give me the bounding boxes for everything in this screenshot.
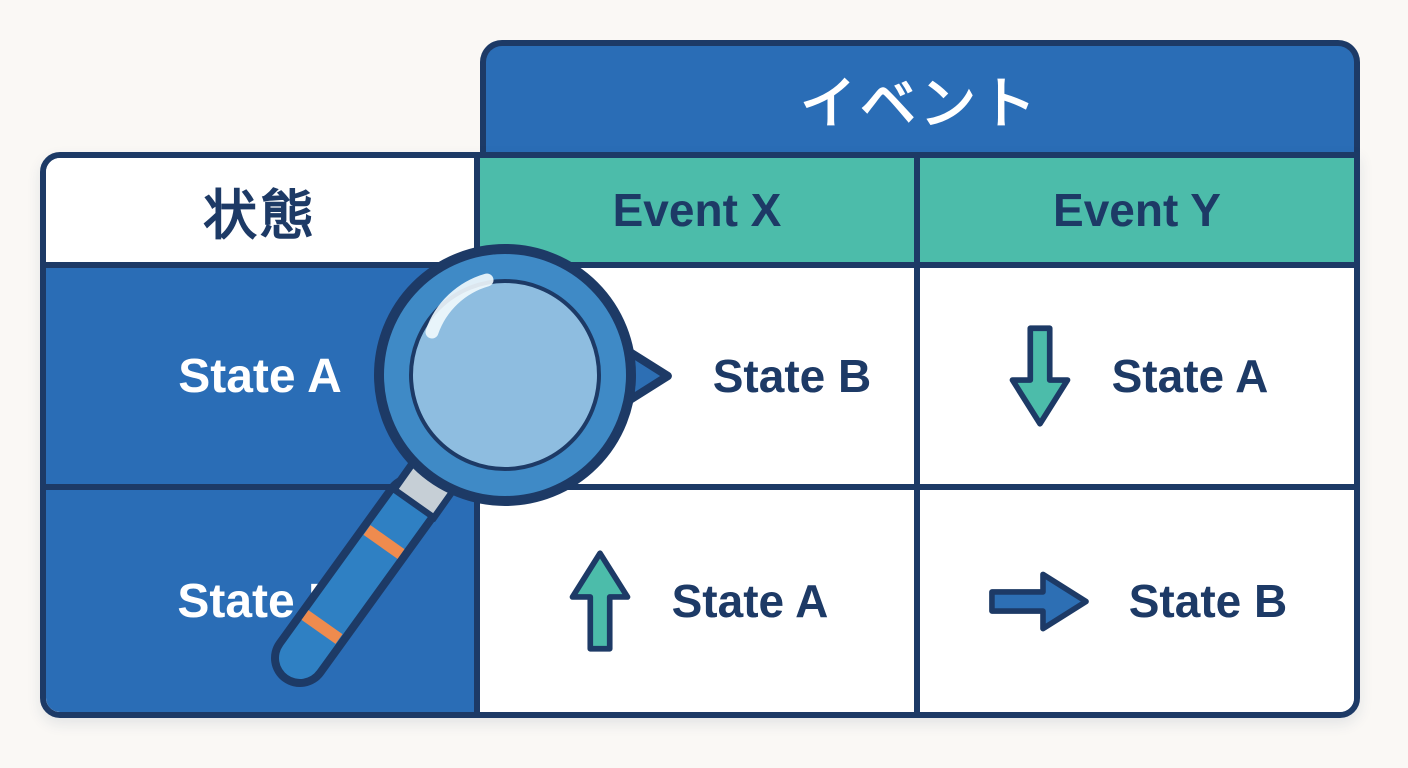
up-arrow-icon (569, 550, 630, 652)
event-y-label: Event Y (1053, 184, 1221, 236)
state-header-cell: 状態 (46, 158, 480, 268)
right-arrow-icon (525, 332, 672, 420)
transition-cell-b-y: State B (920, 490, 1354, 712)
right-arrow-icon (988, 571, 1089, 631)
down-arrow-icon (1009, 325, 1070, 427)
transition-grid: 状態 Event X Event Y State A State B State… (40, 152, 1360, 718)
event-group-header: イベント (480, 40, 1360, 152)
event-x-label: Event X (612, 184, 782, 236)
event-group-label: イベント (800, 71, 1040, 135)
state-a-label: State A (178, 349, 342, 403)
transition-target: State A (671, 575, 829, 627)
transition-cell-a-x: State B (480, 268, 920, 490)
transition-cell-a-y: State A (920, 268, 1354, 490)
column-header-event-y: Event Y (920, 158, 1354, 268)
state-b-label: State B (177, 574, 343, 628)
transition-target: State B (712, 350, 872, 402)
transition-cell-b-x: State A (480, 490, 920, 712)
transition-target: State B (1128, 575, 1288, 627)
state-header-label: 状態 (203, 185, 317, 246)
row-header-state-b: State B (46, 490, 480, 712)
row-header-state-a: State A (46, 268, 480, 490)
state-transition-table: イベント 状態 Event X Event Y State A State B (40, 40, 1360, 718)
transition-target: State A (1111, 350, 1269, 402)
column-header-event-x: Event X (480, 158, 920, 268)
